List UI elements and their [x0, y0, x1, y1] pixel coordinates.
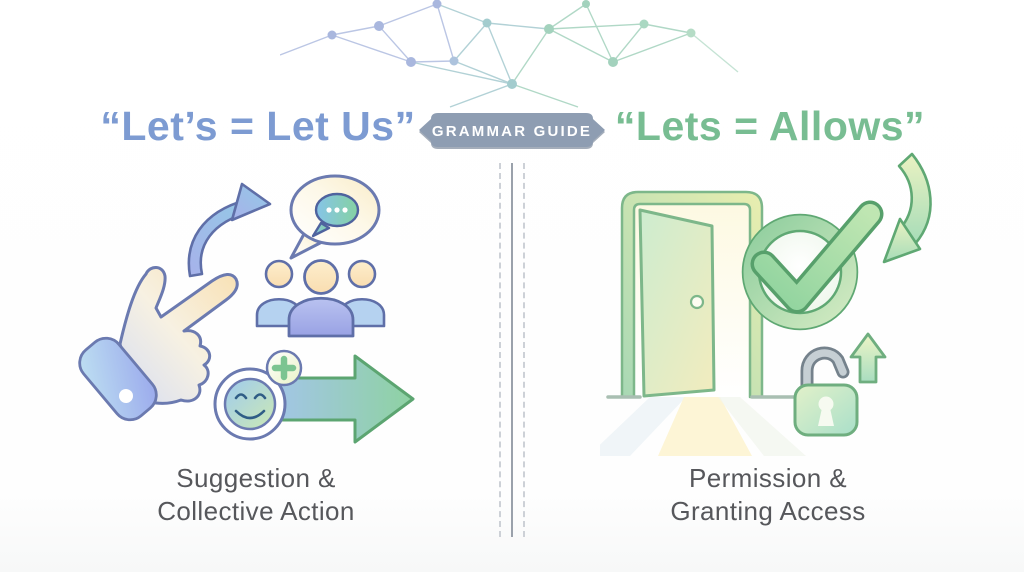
up-arrow-icon: [849, 332, 887, 384]
network-pattern-decoration: [280, 0, 739, 108]
divider-solid-line: [511, 163, 513, 537]
right-caption-line1: Permission &: [689, 463, 847, 493]
light-rays-icon: [600, 397, 806, 456]
left-caption-line1: Suggestion &: [176, 463, 336, 493]
collective-action-illustration: [78, 174, 415, 444]
chat-bubble-icon: [289, 174, 381, 260]
door-knob: [689, 294, 705, 310]
right-caption: Permission & Granting Access: [568, 462, 968, 528]
divider-dashed-line-right: [523, 163, 525, 537]
check-circle-icon: [741, 200, 884, 331]
grammar-guide-badge: GRAMMAR GUIDE: [417, 110, 607, 154]
smiley-face-icon: [213, 367, 287, 441]
open-door-icon: [600, 190, 806, 456]
right-heading-lets-allows: “Lets = Allows”: [614, 103, 926, 149]
plus-badge-icon: [265, 349, 303, 387]
curved-down-arrow-icon: [882, 152, 932, 264]
people-group-icon: [255, 259, 386, 338]
pointing-hand-icon: [78, 266, 239, 422]
right-caption-line2: Granting Access: [670, 496, 866, 526]
center-divider: [499, 163, 525, 537]
unlocked-padlock-icon: [793, 346, 859, 437]
left-caption-line2: Collective Action: [157, 496, 355, 526]
badge-label: GRAMMAR GUIDE: [432, 123, 592, 140]
left-caption: Suggestion & Collective Action: [56, 462, 456, 528]
curved-up-arrow-icon: [187, 182, 272, 278]
left-heading-lets-let-us: “Let’s = Let Us”: [100, 103, 416, 149]
banner-ribbon-icon: GRAMMAR GUIDE: [419, 113, 605, 147]
granting-access-illustration: [600, 152, 932, 456]
divider-dashed-line-left: [499, 163, 501, 537]
